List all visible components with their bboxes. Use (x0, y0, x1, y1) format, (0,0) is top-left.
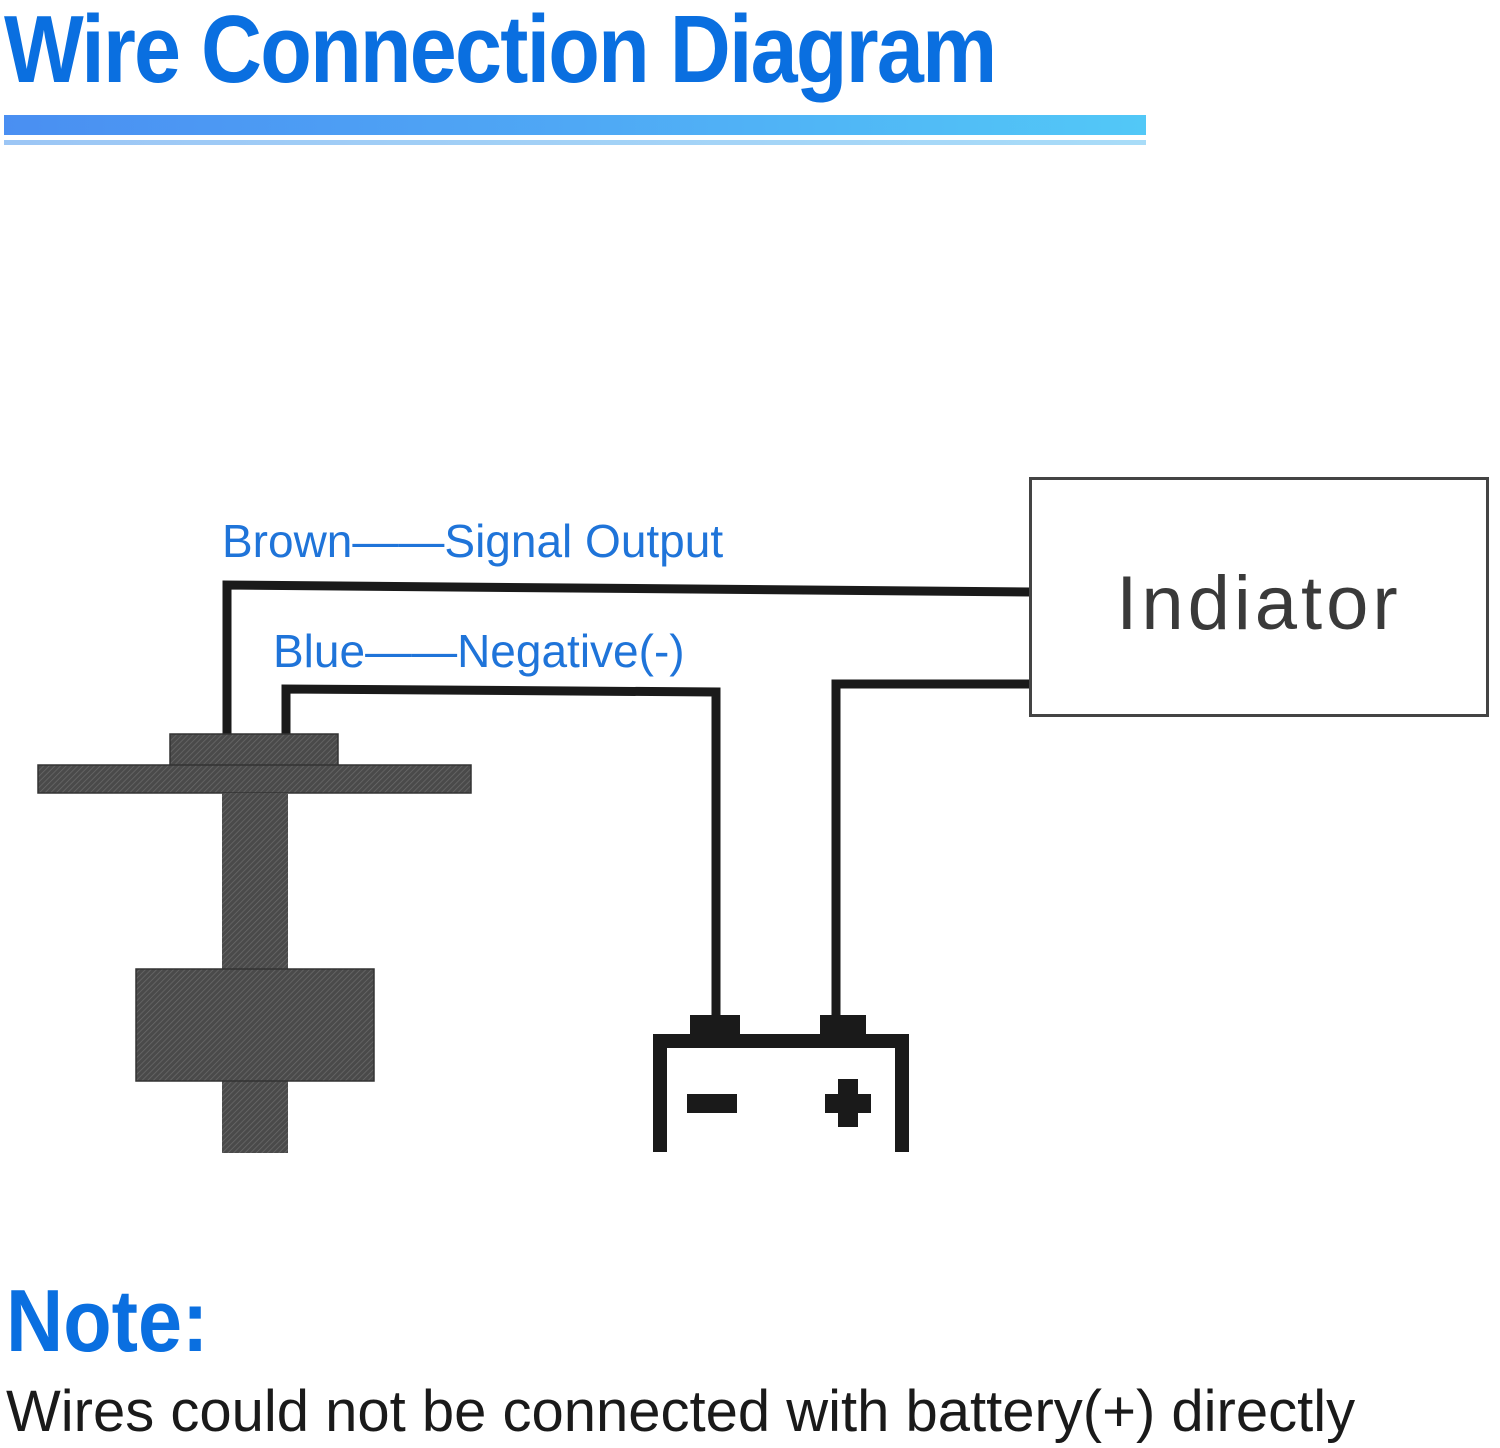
note-title: Note: (6, 1271, 209, 1370)
brown-wire-label: Brown——Signal Output (222, 515, 724, 567)
blue-wire (281, 684, 721, 1020)
positive-wire (831, 679, 1031, 1020)
title-underline (4, 115, 1146, 135)
page-title: Wire Connection Diagram (4, 0, 997, 103)
plus-icon-v (838, 1079, 858, 1127)
title-underline-thin (4, 140, 1146, 145)
indicator-label: Indiator (1116, 561, 1402, 646)
note-text: Wires could not be connected with batter… (6, 1379, 1356, 1444)
indicator-box: Indiator (1029, 477, 1489, 717)
sensor-float (135, 968, 375, 1082)
battery (653, 1015, 909, 1152)
battery-body (653, 1034, 909, 1152)
float-sensor (37, 733, 472, 1153)
sensor-cap (169, 733, 339, 769)
sensor-flange (37, 764, 472, 794)
blue-wire-label: Blue——Negative(-) (273, 625, 685, 677)
brown-wire (222, 580, 1032, 735)
minus-icon (687, 1094, 737, 1113)
